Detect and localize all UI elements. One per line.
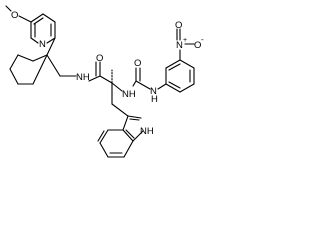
methoxy-oxygen-label: O [11, 10, 18, 21]
molecule-structure-canvas: O N NH O NH O N H N + O O - NH [5, 5, 204, 158]
urea-oxygen-label: O [134, 58, 141, 69]
indole-ring [97, 115, 144, 158]
urea-nh-left-label: NH [122, 89, 136, 100]
methyl-o-bond [5, 5, 12, 12]
nitro-minus-charge: - [201, 35, 204, 44]
amide-nh-label: NH [76, 72, 90, 83]
nitro-group [176, 28, 195, 61]
methoxy-group [5, 5, 32, 23]
nitro-nitrogen-label: N [176, 40, 183, 51]
amide-oxygen-label: O [96, 53, 103, 64]
o-ring-bond [18, 15, 32, 23]
cyclohexane-ring [9, 54, 48, 85]
amide-group [88, 61, 101, 82]
urea-nh-right-label: N [150, 86, 157, 97]
nitrophenyl-ring [165, 59, 195, 93]
pyridine-nitrogen-label: N [39, 39, 46, 50]
indole-nh-label: NH [140, 126, 154, 137]
ch2-bond [46, 54, 61, 77]
pyridine-ring [30, 13, 56, 44]
nitro-plus-charge: + [183, 37, 187, 44]
nitro-oxygen-right-label: O [194, 40, 201, 51]
pyridine-cyclohexyl-bond [46, 37, 56, 56]
urea-group [132, 67, 167, 90]
calpha-nh-bond [111, 82, 123, 92]
amide-calpha-bond [99, 75, 113, 84]
ch2-indole-bond [111, 103, 129, 117]
urea-h-label: H [151, 94, 158, 105]
nitro-oxygen-top-label: O [175, 20, 182, 31]
molecule-svg: O N NH O NH O N H N + O O - NH [5, 5, 204, 158]
